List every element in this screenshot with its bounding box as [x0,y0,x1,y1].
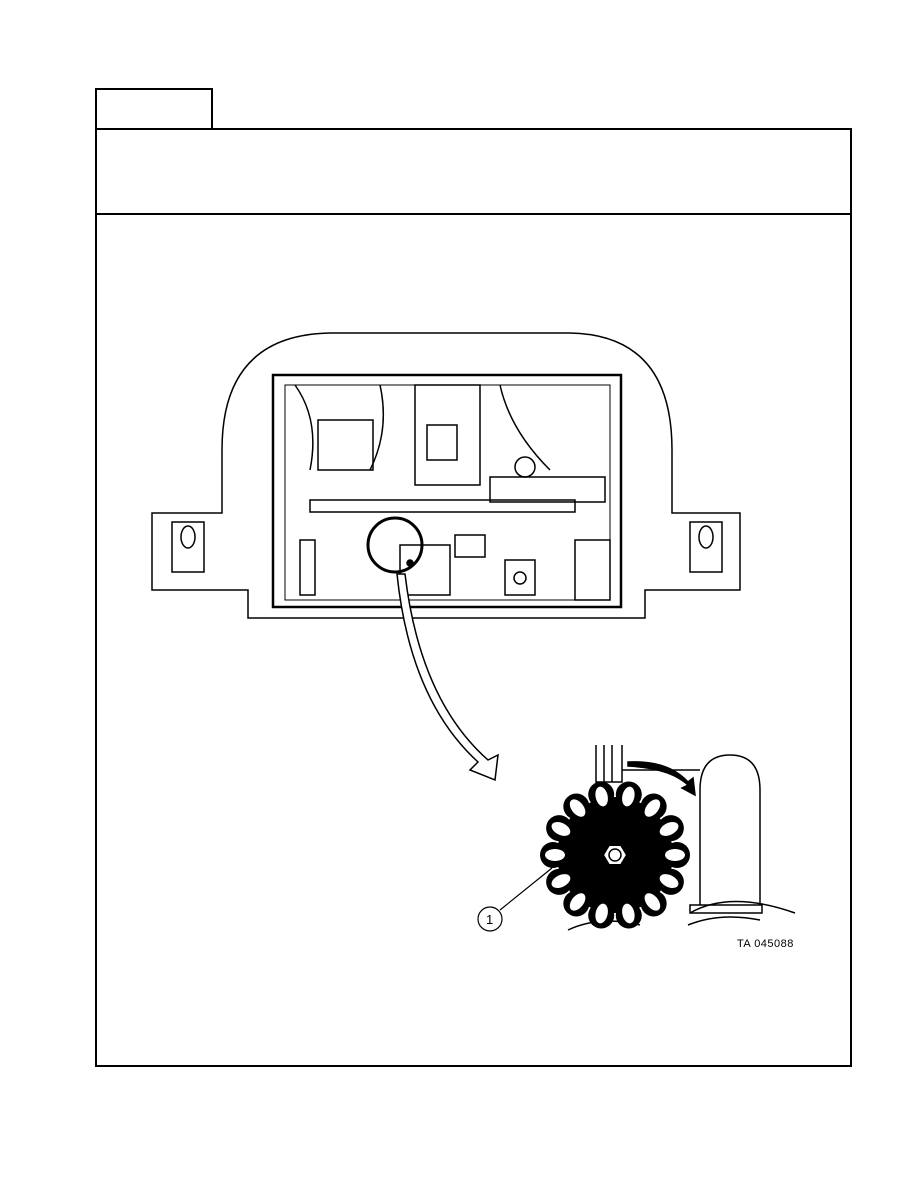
handwheel-hole [622,903,635,924]
page-frame [95,128,852,1067]
page-tab-box [95,88,213,130]
callout-1-leader [477,867,553,932]
handwheel-hole [665,849,685,861]
handwheel-hole [595,786,608,807]
handwheel-hole [595,903,608,924]
callout-1-label: 1 [486,912,493,927]
header-band [97,130,850,215]
handwheel-hole [659,874,679,888]
figure-id: TA 045088 [737,938,794,950]
handwheel-hole [644,799,661,817]
handwheel-hole [569,799,586,817]
handwheel-hole [551,874,571,888]
zoom-arrow [396,573,499,782]
handwheel-hole [644,893,661,911]
handwheel [540,781,690,929]
handwheel-hole [569,893,586,911]
housing-outline [151,332,741,619]
detail-view [567,745,796,931]
handwheel-hole [545,849,565,861]
handwheel-hole [622,786,635,807]
handwheel-hole [659,822,679,836]
handwheel-hole [551,822,571,836]
